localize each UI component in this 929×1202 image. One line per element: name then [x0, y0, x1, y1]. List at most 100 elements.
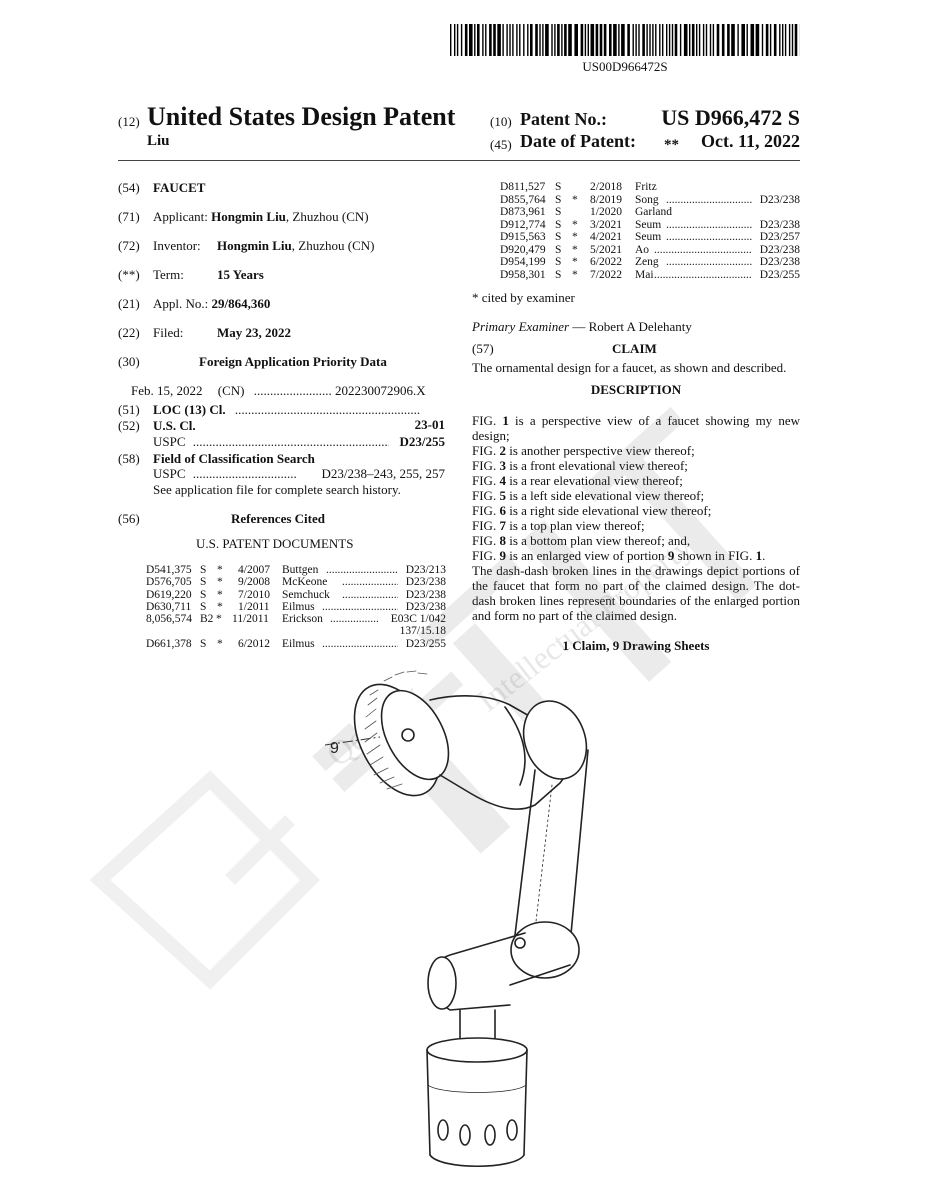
ref-star: * — [217, 588, 223, 601]
fig-word: FIG. — [472, 473, 497, 488]
fig-text: is a top plan view thereof; — [505, 518, 645, 533]
barcode-bar — [679, 24, 682, 56]
fig-number: 4 — [499, 473, 506, 488]
reference-row: D619,220 S * 7/2010 Semchuck ...........… — [146, 589, 446, 601]
ref-inventor: Eilmus — [282, 600, 315, 613]
barcode-bar — [769, 24, 772, 56]
tag-45: (45) — [490, 137, 512, 152]
reference-row: D661,378 S * 6/2012 Eilmus .............… — [146, 638, 446, 650]
foreign-country: (CN) — [217, 383, 245, 398]
barcode-bar — [512, 24, 514, 56]
barcode-bar — [779, 24, 781, 56]
reference-row: D915,563 S * 4/2021 Seum ...............… — [500, 231, 800, 244]
ref-star: * — [572, 243, 578, 256]
inventor-surname: Liu — [147, 133, 170, 149]
inventor-location: , Zhuzhou (CN) — [291, 238, 375, 253]
fig-number: 1 — [502, 413, 509, 428]
barcode-bar — [746, 24, 748, 56]
fig-number: 5 — [499, 488, 506, 503]
fig-word: FIG. — [472, 503, 497, 518]
fig-number: 9 — [499, 548, 506, 563]
figure-description: FIG. 3 is a front elevational view there… — [472, 458, 800, 473]
barcode-bar — [590, 24, 595, 56]
appl-line: Appl. No.: 29/864,360 — [153, 296, 270, 311]
barcode-bar — [737, 24, 739, 56]
fig-text: is another perspective view thereof; — [505, 443, 695, 458]
ref-number: 8,056,574 — [146, 613, 192, 626]
barcode-bar — [587, 24, 589, 56]
barcode-bar — [773, 24, 777, 56]
barcode-bar — [794, 24, 798, 56]
figure-description: FIG. 4 is a rear elevational view thereo… — [472, 473, 800, 488]
document-type: United States Design Patent — [147, 102, 456, 131]
barcode-bar — [542, 24, 544, 56]
ref-date: 8/2019 — [590, 193, 622, 206]
barcode-bar — [618, 24, 620, 56]
barcode-bar — [741, 24, 745, 56]
ref-date: 9/2008 — [238, 576, 270, 589]
references-right: D811,527 S 2/2018 Fritz D855,764 S * 8/2… — [500, 181, 800, 281]
ref-kind: S — [555, 181, 562, 193]
barcode-bar — [655, 24, 657, 56]
barcode-bar — [530, 24, 533, 56]
barcode-bar — [642, 24, 645, 56]
ref-star: * — [572, 193, 578, 206]
portion-label: 9 — [330, 740, 339, 757]
barcode-bar — [705, 24, 708, 56]
leader-dots: ............................... — [342, 588, 398, 601]
barcode-bar — [554, 24, 556, 56]
applicant-name: Hongmin Liu — [211, 209, 286, 224]
ref-class: D23/257 — [759, 231, 800, 243]
ref-date: 7/2010 — [238, 588, 270, 601]
ref-class: D23/238 — [405, 576, 446, 589]
figure-description: FIG. 1 is a perspective view of a faucet… — [472, 413, 800, 443]
uspc-label: USPC — [153, 434, 186, 449]
barcode-bar — [721, 24, 725, 56]
term-label: Term: — [153, 267, 184, 282]
tag-71: (71) — [118, 209, 140, 224]
figure-description: FIG. 9 is an enlarged view of portion 9 … — [472, 548, 800, 563]
appl-number: 29/864,360 — [211, 296, 271, 311]
claim-text: The ornamental design for a faucet, as s… — [472, 360, 787, 375]
ref-class: D23/255 — [759, 268, 800, 281]
barcode-bar — [638, 24, 640, 56]
ref-kind: S — [200, 600, 207, 613]
barcode-bar — [652, 24, 654, 56]
ref-inventor: Ao — [635, 243, 650, 256]
fig-text: shown in FIG. — [674, 548, 756, 563]
description-heading: DESCRIPTION — [590, 382, 682, 397]
fig-text: is a front elevational view thereof; — [505, 458, 688, 473]
ref-date: 5/2021 — [590, 243, 622, 256]
barcode-bar — [765, 24, 769, 56]
fig-word: FIG. — [472, 458, 497, 473]
leader-dots: ........................................… — [192, 434, 389, 449]
leader-dots: ........................................… — [322, 600, 398, 613]
barcode-bar — [674, 24, 678, 56]
search-history-note: See application file for complete search… — [153, 482, 401, 497]
broken-lines-note: The dash-dash broken lines in the drawin… — [472, 563, 800, 623]
barcode-bar — [691, 24, 695, 56]
tag-term: (**) — [118, 267, 140, 282]
ref-number: D958,301 — [500, 268, 546, 281]
figure-description: FIG. 8 is a bottom plan view thereof; an… — [472, 533, 800, 548]
barcode-bar — [696, 24, 698, 56]
ref-date: 7/2022 — [590, 268, 622, 281]
reference-row: D541,375 S * 4/2007 Buttgen ............… — [146, 564, 446, 576]
barcode-bar — [712, 24, 715, 56]
boundary-line — [324, 736, 381, 746]
fig-text: . — [762, 548, 766, 563]
fig-number: 2 — [499, 443, 506, 458]
reference-row: D811,527 S 2/2018 Fritz — [500, 181, 800, 194]
leader-dots: ........................................… — [322, 637, 398, 650]
barcode-bar — [469, 24, 473, 56]
leader-dots: ............................... — [342, 576, 398, 589]
ref-star: * — [572, 218, 578, 231]
patent-no-label: Patent No.: — [520, 109, 607, 129]
barcode-bar — [609, 24, 612, 56]
ref-class: E03C 1/042 — [390, 613, 446, 626]
barcode-bar — [635, 24, 637, 56]
ref-star: * — [216, 613, 222, 626]
ref-number: D873,961 — [500, 206, 546, 218]
tag-56: (56) — [118, 511, 140, 526]
barcode-bar — [574, 24, 578, 56]
